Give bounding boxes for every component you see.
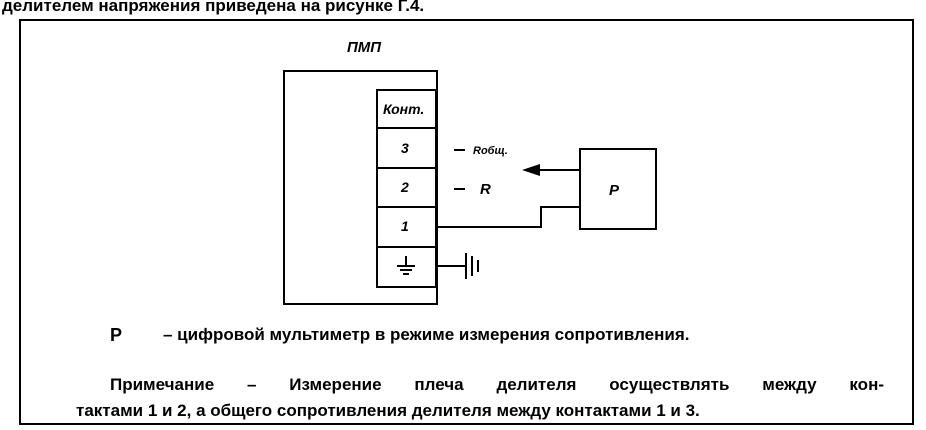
contact-header: Конт. bbox=[383, 101, 424, 117]
contact-1-label: 1 bbox=[401, 218, 409, 234]
intro-text: делителем напряжения приведена на рисунк… bbox=[2, 0, 425, 15]
contact-1-wire bbox=[436, 206, 580, 228]
probe-arrow bbox=[522, 164, 580, 176]
pmp-label: ПМП bbox=[347, 39, 382, 56]
ground-icon bbox=[397, 256, 415, 275]
r-total-label: Rобщ. bbox=[473, 145, 508, 157]
legend-symbol: Р bbox=[110, 325, 123, 345]
chassis-ground-icon bbox=[436, 253, 479, 279]
contact-block bbox=[376, 89, 437, 288]
multimeter-label: Р bbox=[609, 182, 620, 199]
multimeter-box bbox=[579, 148, 657, 230]
figure-frame bbox=[19, 19, 914, 425]
note-line-2: тактами 1 и 2, а общего сопротивления де… bbox=[76, 401, 700, 420]
contact-2-label: 2 bbox=[400, 179, 409, 195]
note-line-1: Примечание – Измерение плеча делителя ос… bbox=[110, 375, 884, 394]
legend-text: – цифровой мультиметр в режиме измерения… bbox=[163, 325, 690, 344]
contact-3-label: 3 bbox=[401, 140, 409, 156]
r-label: R bbox=[480, 181, 491, 198]
